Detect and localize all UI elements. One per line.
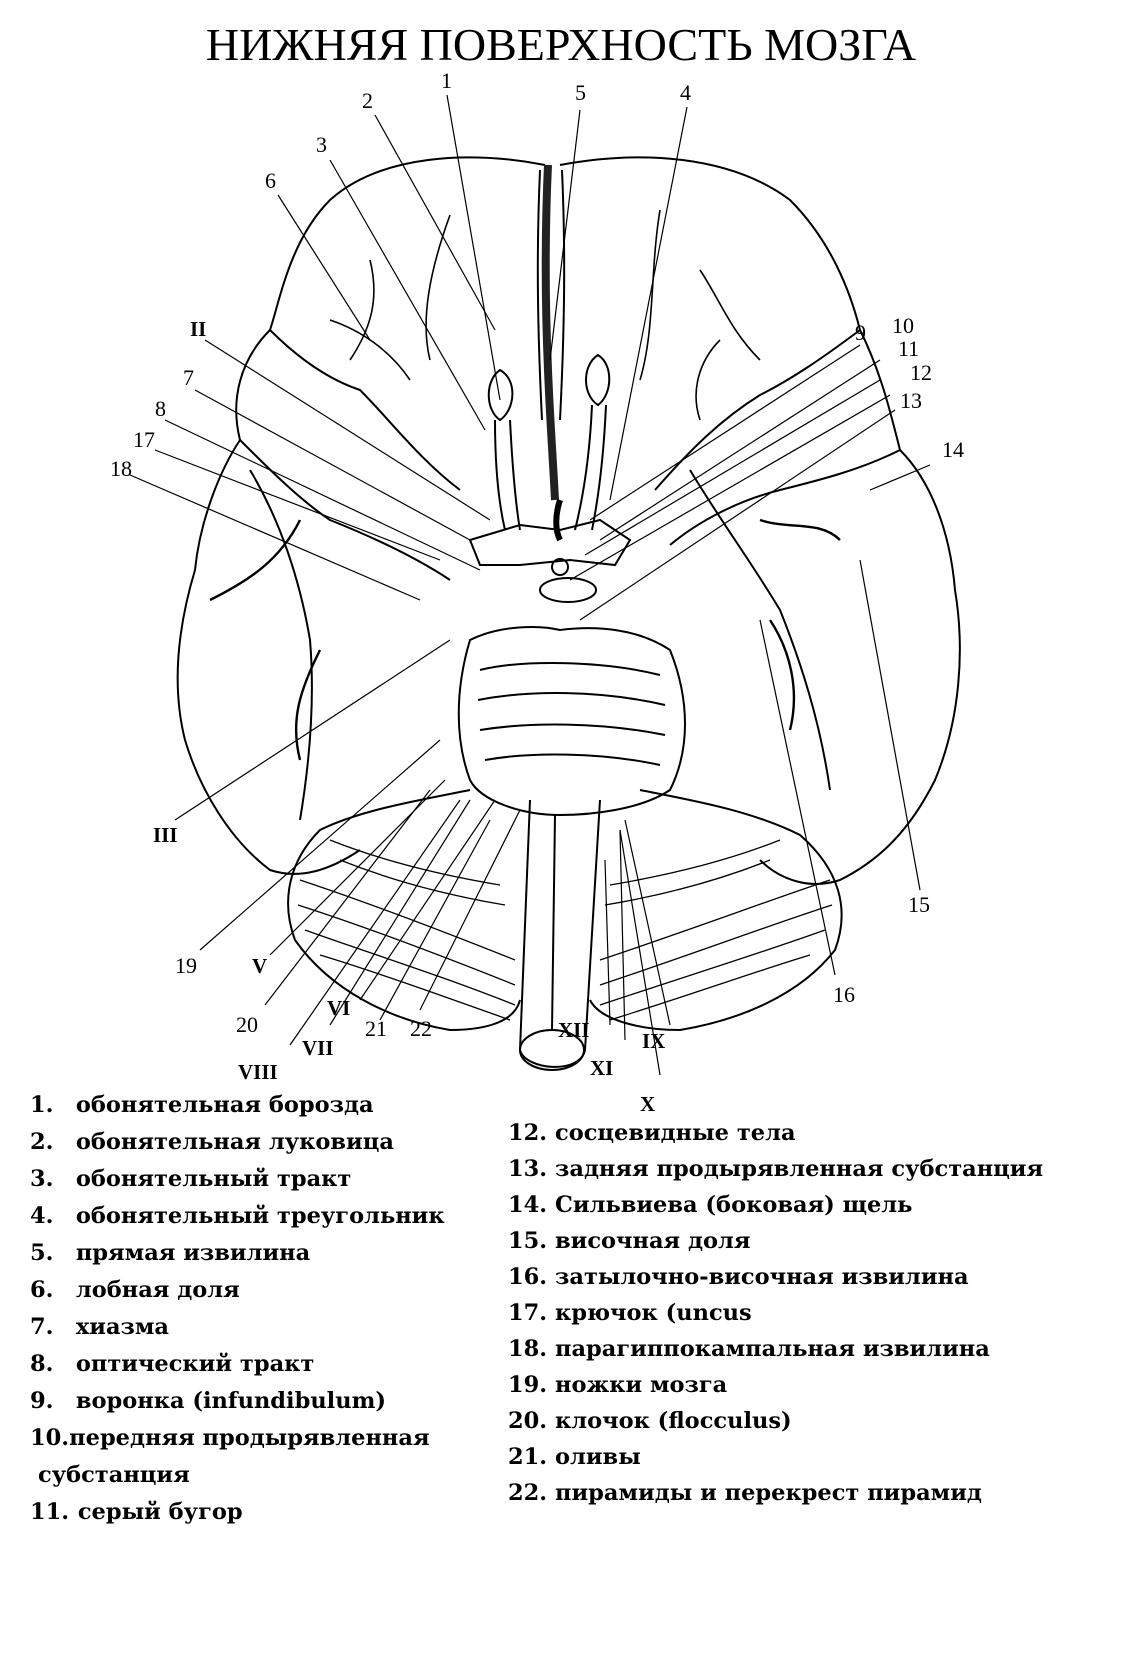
callout-8: 8	[155, 396, 166, 421]
callout-21: 21	[365, 1016, 387, 1041]
legend-item: 16. затылочно-височная извилина	[508, 1264, 969, 1290]
callout-22: 22	[410, 1016, 432, 1041]
callout-2: 2	[362, 88, 373, 113]
callout-16: 16	[833, 982, 855, 1007]
legend-item: 7. хиазма	[30, 1314, 170, 1340]
pons	[457, 626, 686, 817]
callout-IX: IX	[642, 1029, 665, 1053]
legend-item: 19. ножки мозга	[508, 1372, 728, 1398]
legend-item: 22. пирамиды и перекрест пирамид	[508, 1480, 982, 1506]
callout-XI: XI	[590, 1056, 613, 1080]
legend-item: 12. сосцевидные тела	[508, 1120, 796, 1146]
callout-4: 4	[680, 80, 691, 105]
callout-11: 11	[898, 336, 919, 361]
optic-chiasm	[468, 518, 632, 567]
legend-item: 14. Сильвиева (боковая) щель	[508, 1192, 913, 1218]
legend-item: 4. обонятельный треугольник	[30, 1203, 445, 1229]
callout-18: 18	[110, 456, 132, 481]
legend-right: 12. сосцевидные тела 13. задняя продыряв…	[508, 1120, 1108, 1520]
legend-item: 10.передняя продырявленная	[30, 1425, 430, 1451]
brain-outline	[176, 156, 546, 875]
callout-17: 17	[133, 427, 155, 452]
olfactory-bulb-left	[487, 368, 514, 422]
legend-item: субстанция	[38, 1462, 190, 1488]
legend-item: 1. обонятельная борозда	[30, 1092, 374, 1118]
olfactory-bulb-right	[585, 353, 611, 407]
legend-item: 13. задняя продырявленная субстанция	[508, 1156, 1044, 1182]
legend-item: 9. воронка (infundibulum)	[30, 1388, 387, 1414]
legend-item: 8. оптический тракт	[30, 1351, 315, 1377]
legend-item: 11. серый бугор	[30, 1499, 243, 1525]
callout-V: V	[252, 954, 267, 978]
callout-VI: VI	[327, 996, 350, 1020]
callout-VIII: VIII	[238, 1060, 278, 1084]
legend-item: 6. лобная доля	[30, 1277, 240, 1303]
page-title: НИЖНЯЯ ПОВЕРХНОСТЬ МОЗГА	[205, 19, 917, 70]
callout-15: 15	[908, 892, 930, 917]
legend-item: 5. прямая извилина	[30, 1240, 311, 1266]
legend-item: 3. обонятельный тракт	[30, 1166, 352, 1192]
callout-7: 7	[183, 365, 194, 390]
callout-5: 5	[575, 80, 586, 105]
callout-VII: VII	[302, 1036, 334, 1060]
callout-II: II	[190, 317, 206, 341]
callout-XII: XII	[558, 1018, 590, 1042]
cerebellum-left	[287, 789, 521, 1032]
legend-item: 20. клочок (flocculus)	[508, 1408, 792, 1434]
callout-20: 20	[236, 1012, 258, 1037]
callout-14: 14	[942, 437, 964, 462]
callout-13: 13	[900, 388, 922, 413]
legend-item: 17. крючок (uncus	[508, 1300, 752, 1326]
callout-6: 6	[265, 168, 276, 193]
cerebellum-right	[589, 789, 843, 1032]
legend-item: 2. обонятельная луковица	[30, 1129, 394, 1155]
mammillary-bodies	[539, 577, 597, 603]
legend-left: 1. обонятельная борозда 2. обонятельная …	[30, 1092, 550, 1552]
callout-9: 9	[855, 320, 866, 345]
callout-12: 12	[910, 360, 932, 385]
legend-item: 21. оливы	[508, 1444, 641, 1470]
callout-X: X	[640, 1092, 655, 1116]
callout-III: III	[153, 823, 178, 847]
brain-diagram: 1 2 3 4 5 6 7 8 9 10 11 12 13 14 15 16 1…	[110, 68, 964, 1116]
callout-1: 1	[441, 68, 452, 93]
legend-item: 18. парагиппокампальная извилина	[508, 1336, 990, 1362]
callout-10: 10	[892, 313, 914, 338]
legend-item: 15. височная доля	[508, 1228, 751, 1254]
callout-19: 19	[175, 953, 197, 978]
callout-3: 3	[316, 132, 327, 157]
